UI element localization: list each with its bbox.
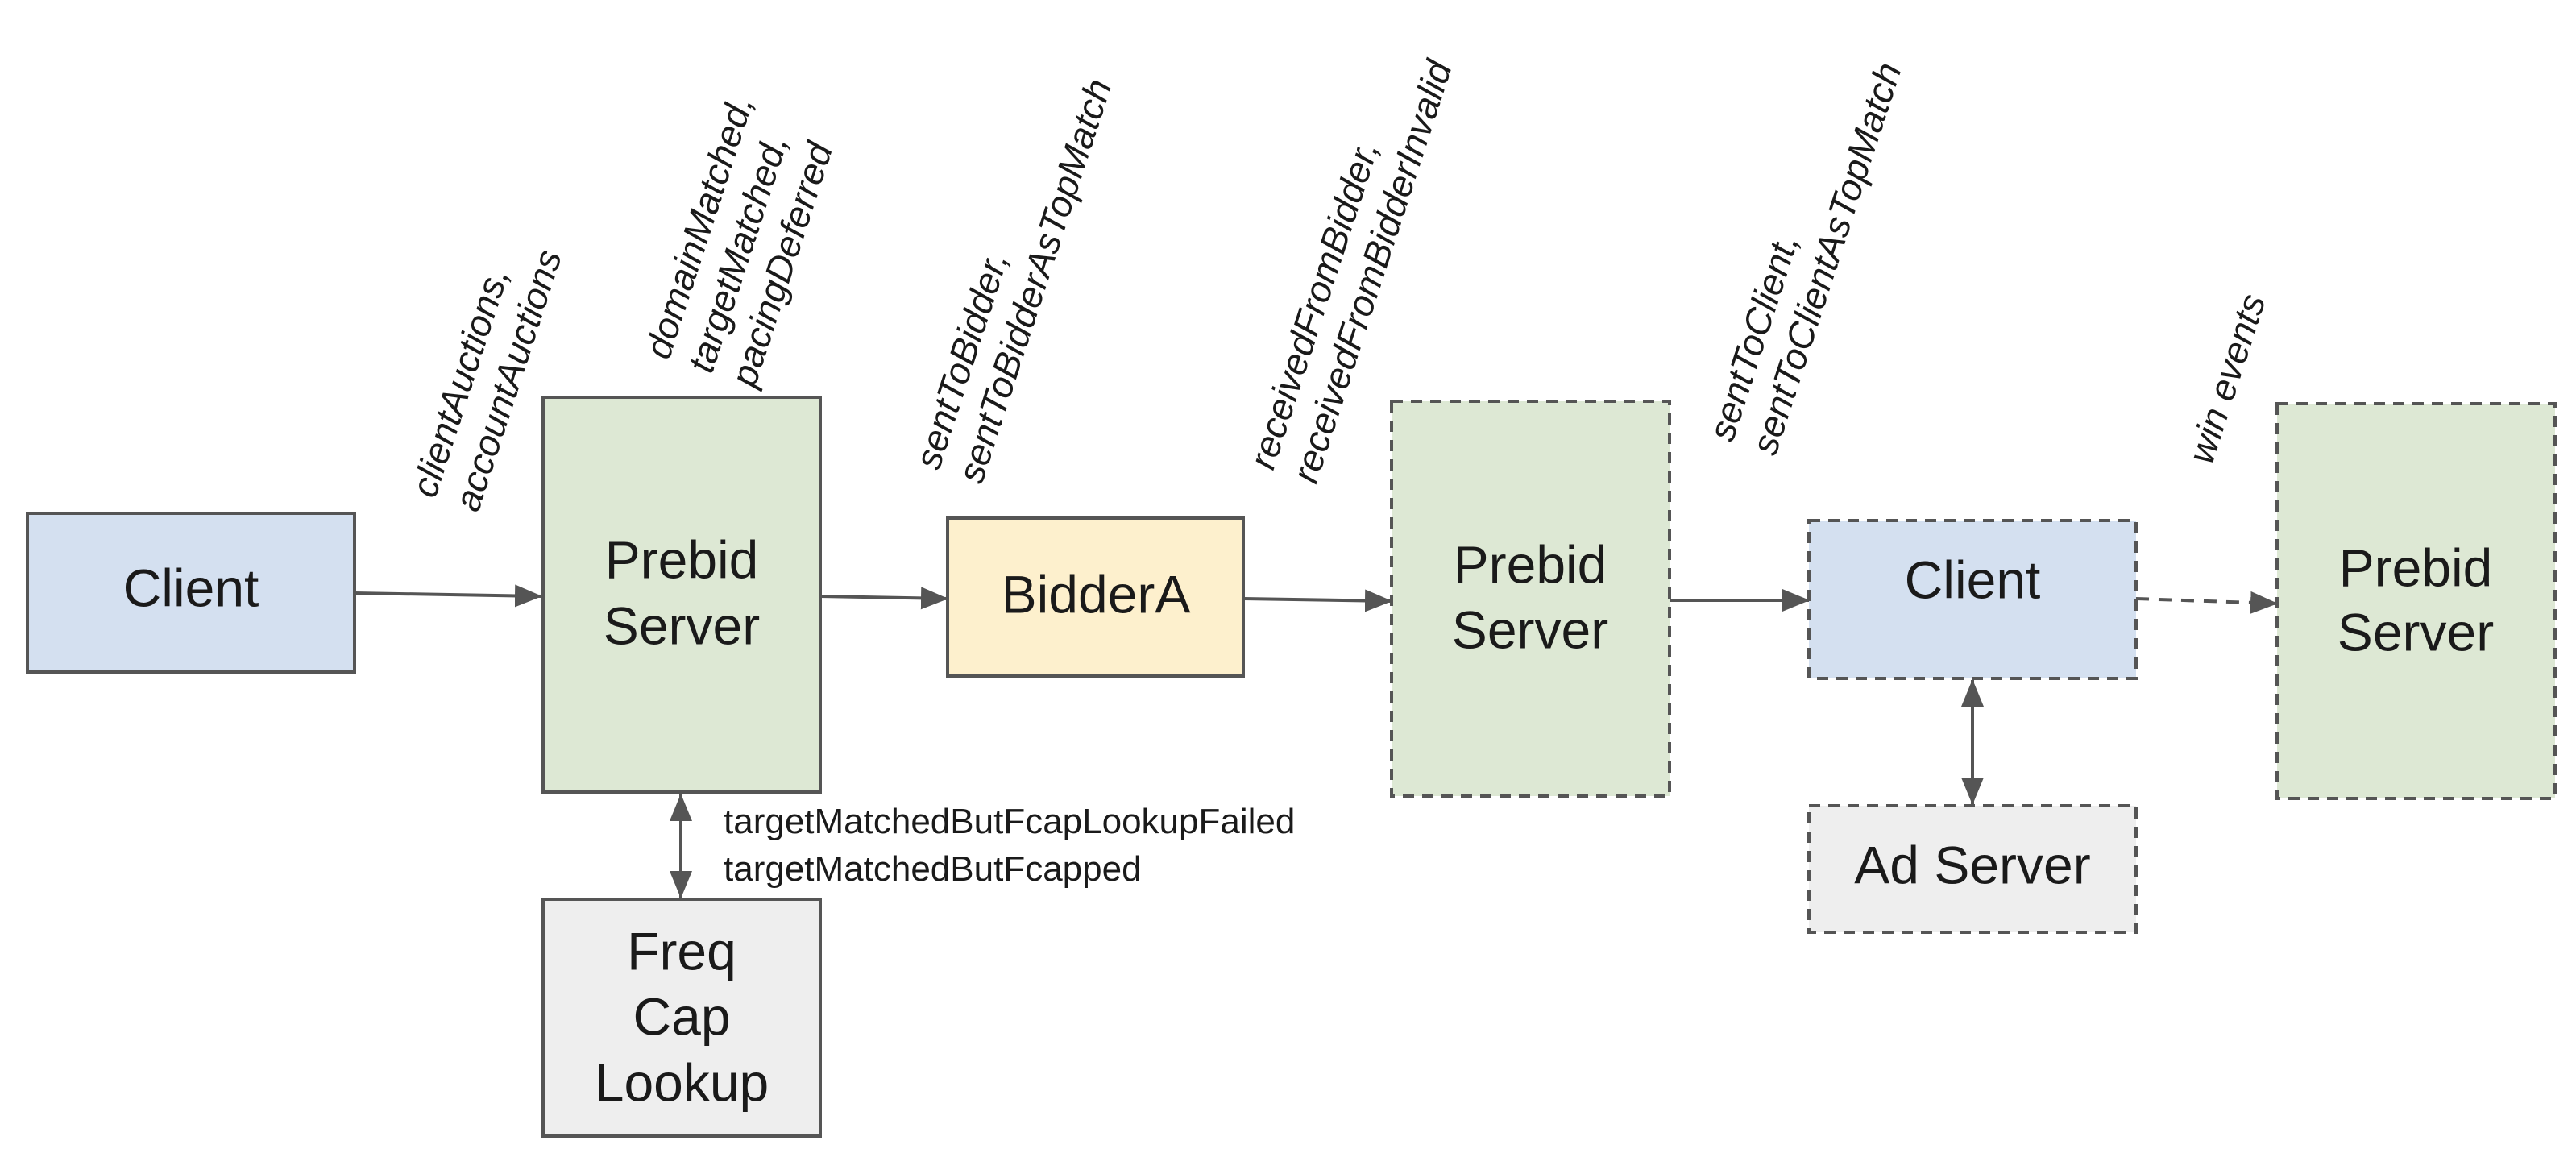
- freq-cap-note-lookup-failed: targetMatchedButFcapLookupFailed: [724, 802, 1295, 841]
- node-bidder-a-label: BidderA: [1002, 564, 1191, 624]
- node-client-source-label: Client: [123, 558, 259, 617]
- node-ad-server-label: Ad Server: [1854, 835, 2090, 894]
- node-client-receiver: Client: [1807, 519, 2138, 680]
- edge-label-prebid-to-bidder: sentToBidder, sentToBidderAsTopMatch: [906, 74, 1119, 488]
- node-freq-cap-lookup: Freq Cap Lookup: [541, 898, 822, 1138]
- node-bidder-a: BidderA: [946, 516, 1245, 678]
- node-prebid-server-response-label-line1: Prebid: [1454, 534, 1607, 594]
- edge-label-prebid-matching: domainMatched, targetMatched, pacingDefe…: [637, 90, 841, 393]
- node-bidder-a-box: [946, 516, 1245, 678]
- edge-prebid-to-bidder: [819, 587, 948, 610]
- node-prebid-server: Prebid Server: [541, 396, 822, 794]
- node-prebid-server-response-label-line2: Server: [1452, 599, 1608, 659]
- edge-label-win-events: win events: [2180, 288, 2274, 468]
- node-prebid-server-label-line2: Server: [604, 595, 760, 655]
- node-prebid-server-win-box: [2275, 402, 2557, 800]
- node-freq-cap-lookup-label-line2: Cap: [633, 986, 730, 1046]
- edge-bidder-to-prebid: [1242, 589, 1392, 612]
- node-prebid-server-win: Prebid Server: [2275, 402, 2557, 800]
- node-prebid-server-win-label-line1: Prebid: [2339, 537, 2493, 597]
- node-client-source-box: [26, 512, 356, 674]
- node-freq-cap-lookup-label-line3: Lookup: [595, 1052, 769, 1112]
- node-ad-server: Ad Server: [1807, 804, 2138, 934]
- edge-client-to-prebid-win: [2135, 591, 2278, 614]
- edge-client-to-prebid: [354, 584, 542, 608]
- node-prebid-server-response-box: [1390, 400, 1671, 798]
- node-prebid-server-win-label-line2: Server: [2337, 602, 2494, 662]
- node-prebid-server-box: [541, 396, 822, 794]
- node-freq-cap-lookup-box: [541, 898, 822, 1138]
- node-ad-server-box: [1807, 804, 2138, 934]
- node-client-source: Client: [26, 512, 356, 674]
- edge-label-prebid-to-client: sentToClient, sentToClientAsTopMatch: [1700, 57, 1910, 459]
- node-client-receiver-label: Client: [1905, 550, 2041, 609]
- node-freq-cap-lookup-label-line1: Freq: [627, 921, 736, 981]
- node-prebid-server-label-line1: Prebid: [605, 529, 759, 589]
- freq-cap-note-fcapped: targetMatchedButFcapped: [724, 849, 1142, 889]
- node-prebid-server-response: Prebid Server: [1390, 400, 1671, 798]
- node-client-receiver-box: [1807, 519, 2138, 680]
- edge-label-win-events-line1: win events: [2180, 288, 2274, 468]
